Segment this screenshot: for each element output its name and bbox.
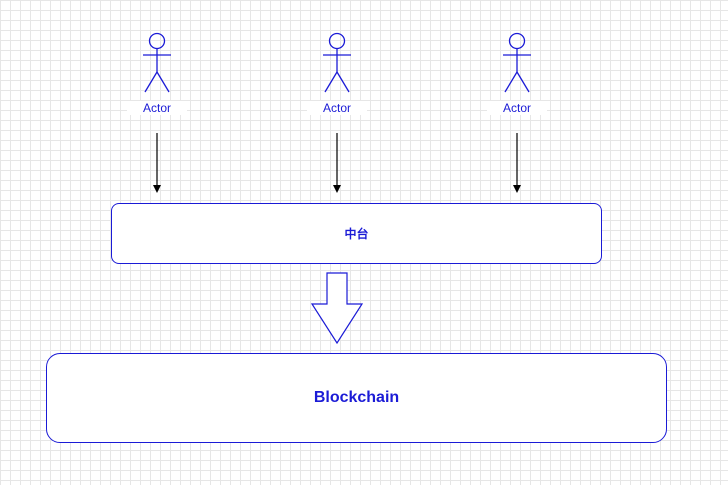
actor-label: Actor — [307, 101, 367, 115]
stick-figure-icon — [323, 32, 351, 93]
actor-label: Actor — [487, 101, 547, 115]
arrow-actor-1[interactable] — [153, 133, 161, 193]
stick-figure-icon — [143, 32, 171, 93]
stick-figure-icon — [503, 32, 531, 93]
down-arrow-icon[interactable] — [310, 272, 364, 345]
blockchain-box[interactable]: Blockchain — [46, 353, 667, 443]
arrow-actor-2[interactable] — [333, 133, 341, 193]
arrow-actor-3[interactable] — [513, 133, 521, 193]
middle-platform-label: 中台 — [344, 227, 369, 241]
actor-label: Actor — [127, 101, 187, 115]
actor-1[interactable]: Actor — [127, 30, 187, 140]
blockchain-label: Blockchain — [313, 389, 400, 406]
actor-2[interactable]: Actor — [307, 30, 367, 140]
actor-3[interactable]: Actor — [487, 30, 547, 140]
middle-platform-box[interactable]: 中台 — [111, 203, 602, 264]
arrowhead-icon — [153, 185, 161, 193]
arrowhead-icon — [333, 185, 341, 193]
arrowhead-icon — [513, 185, 521, 193]
